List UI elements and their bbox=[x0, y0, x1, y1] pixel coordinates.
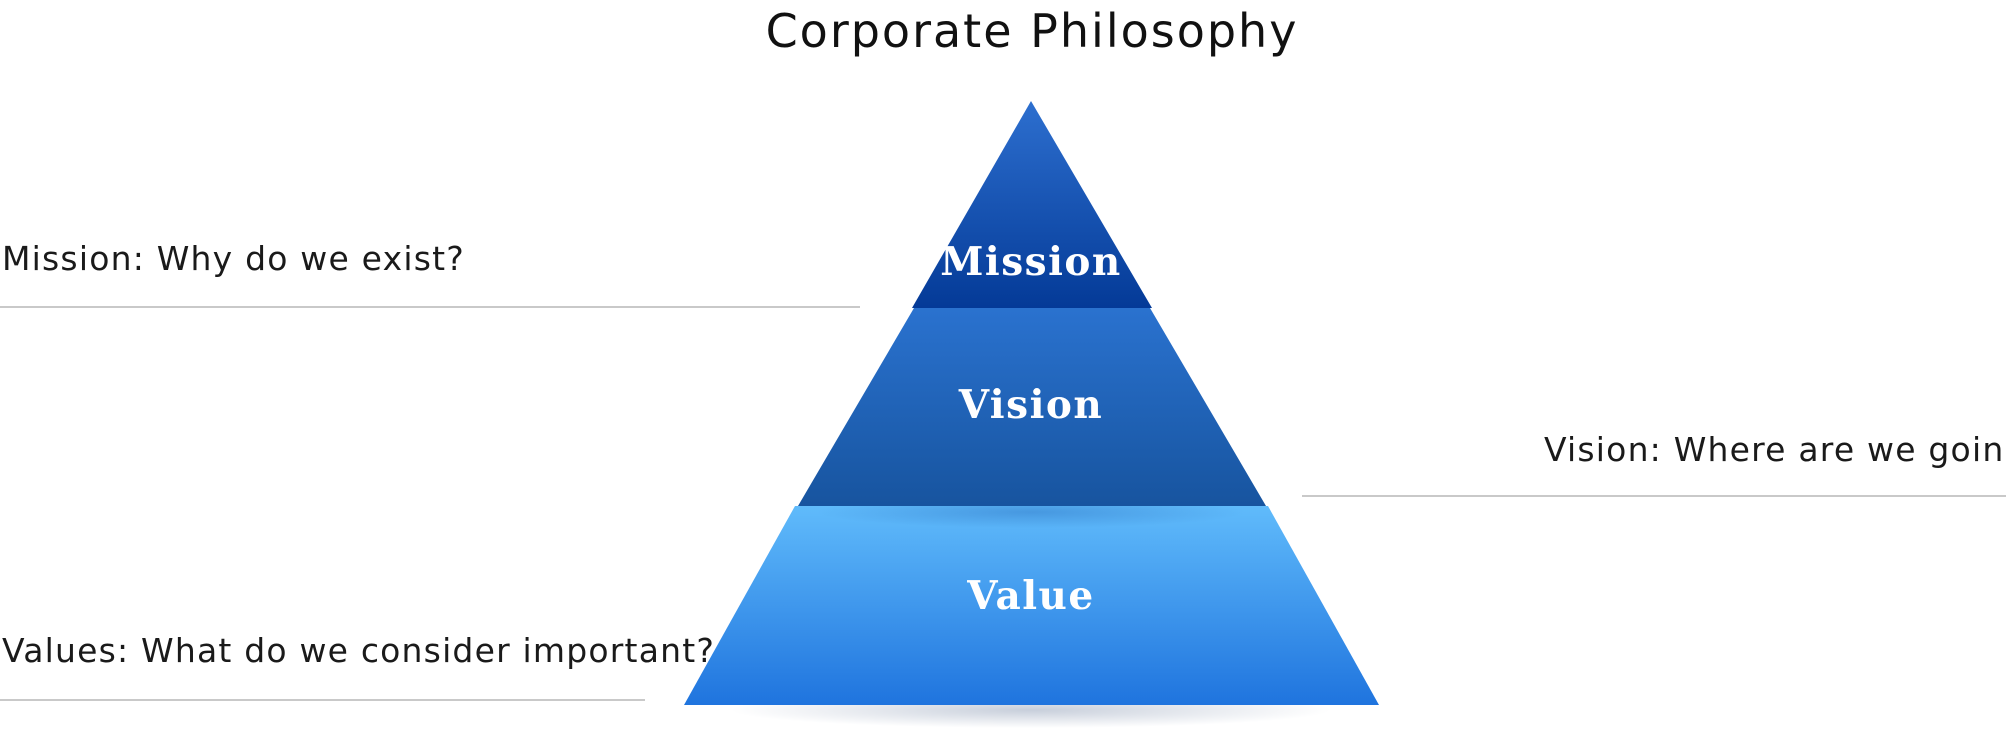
tier-label-mission: Mission bbox=[940, 239, 1122, 285]
annotation-vision: Vision: Where are we going? bbox=[1544, 430, 2006, 469]
pyramid-tier-vision bbox=[798, 308, 1266, 506]
tier-label-value: Value bbox=[966, 573, 1094, 619]
pyramid-tier-mission bbox=[912, 101, 1152, 308]
tier-label-vision: Vision bbox=[958, 382, 1104, 428]
divider-vision bbox=[1302, 495, 2006, 497]
page-title: Corporate Philosophy bbox=[765, 4, 1299, 58]
divider-values bbox=[0, 699, 645, 701]
annotation-mission: Mission: Why do we exist? bbox=[2, 239, 465, 278]
pyramid-tier-value bbox=[684, 506, 1379, 705]
divider-mission bbox=[0, 306, 860, 308]
annotation-values: Values: What do we consider important? bbox=[2, 631, 716, 670]
